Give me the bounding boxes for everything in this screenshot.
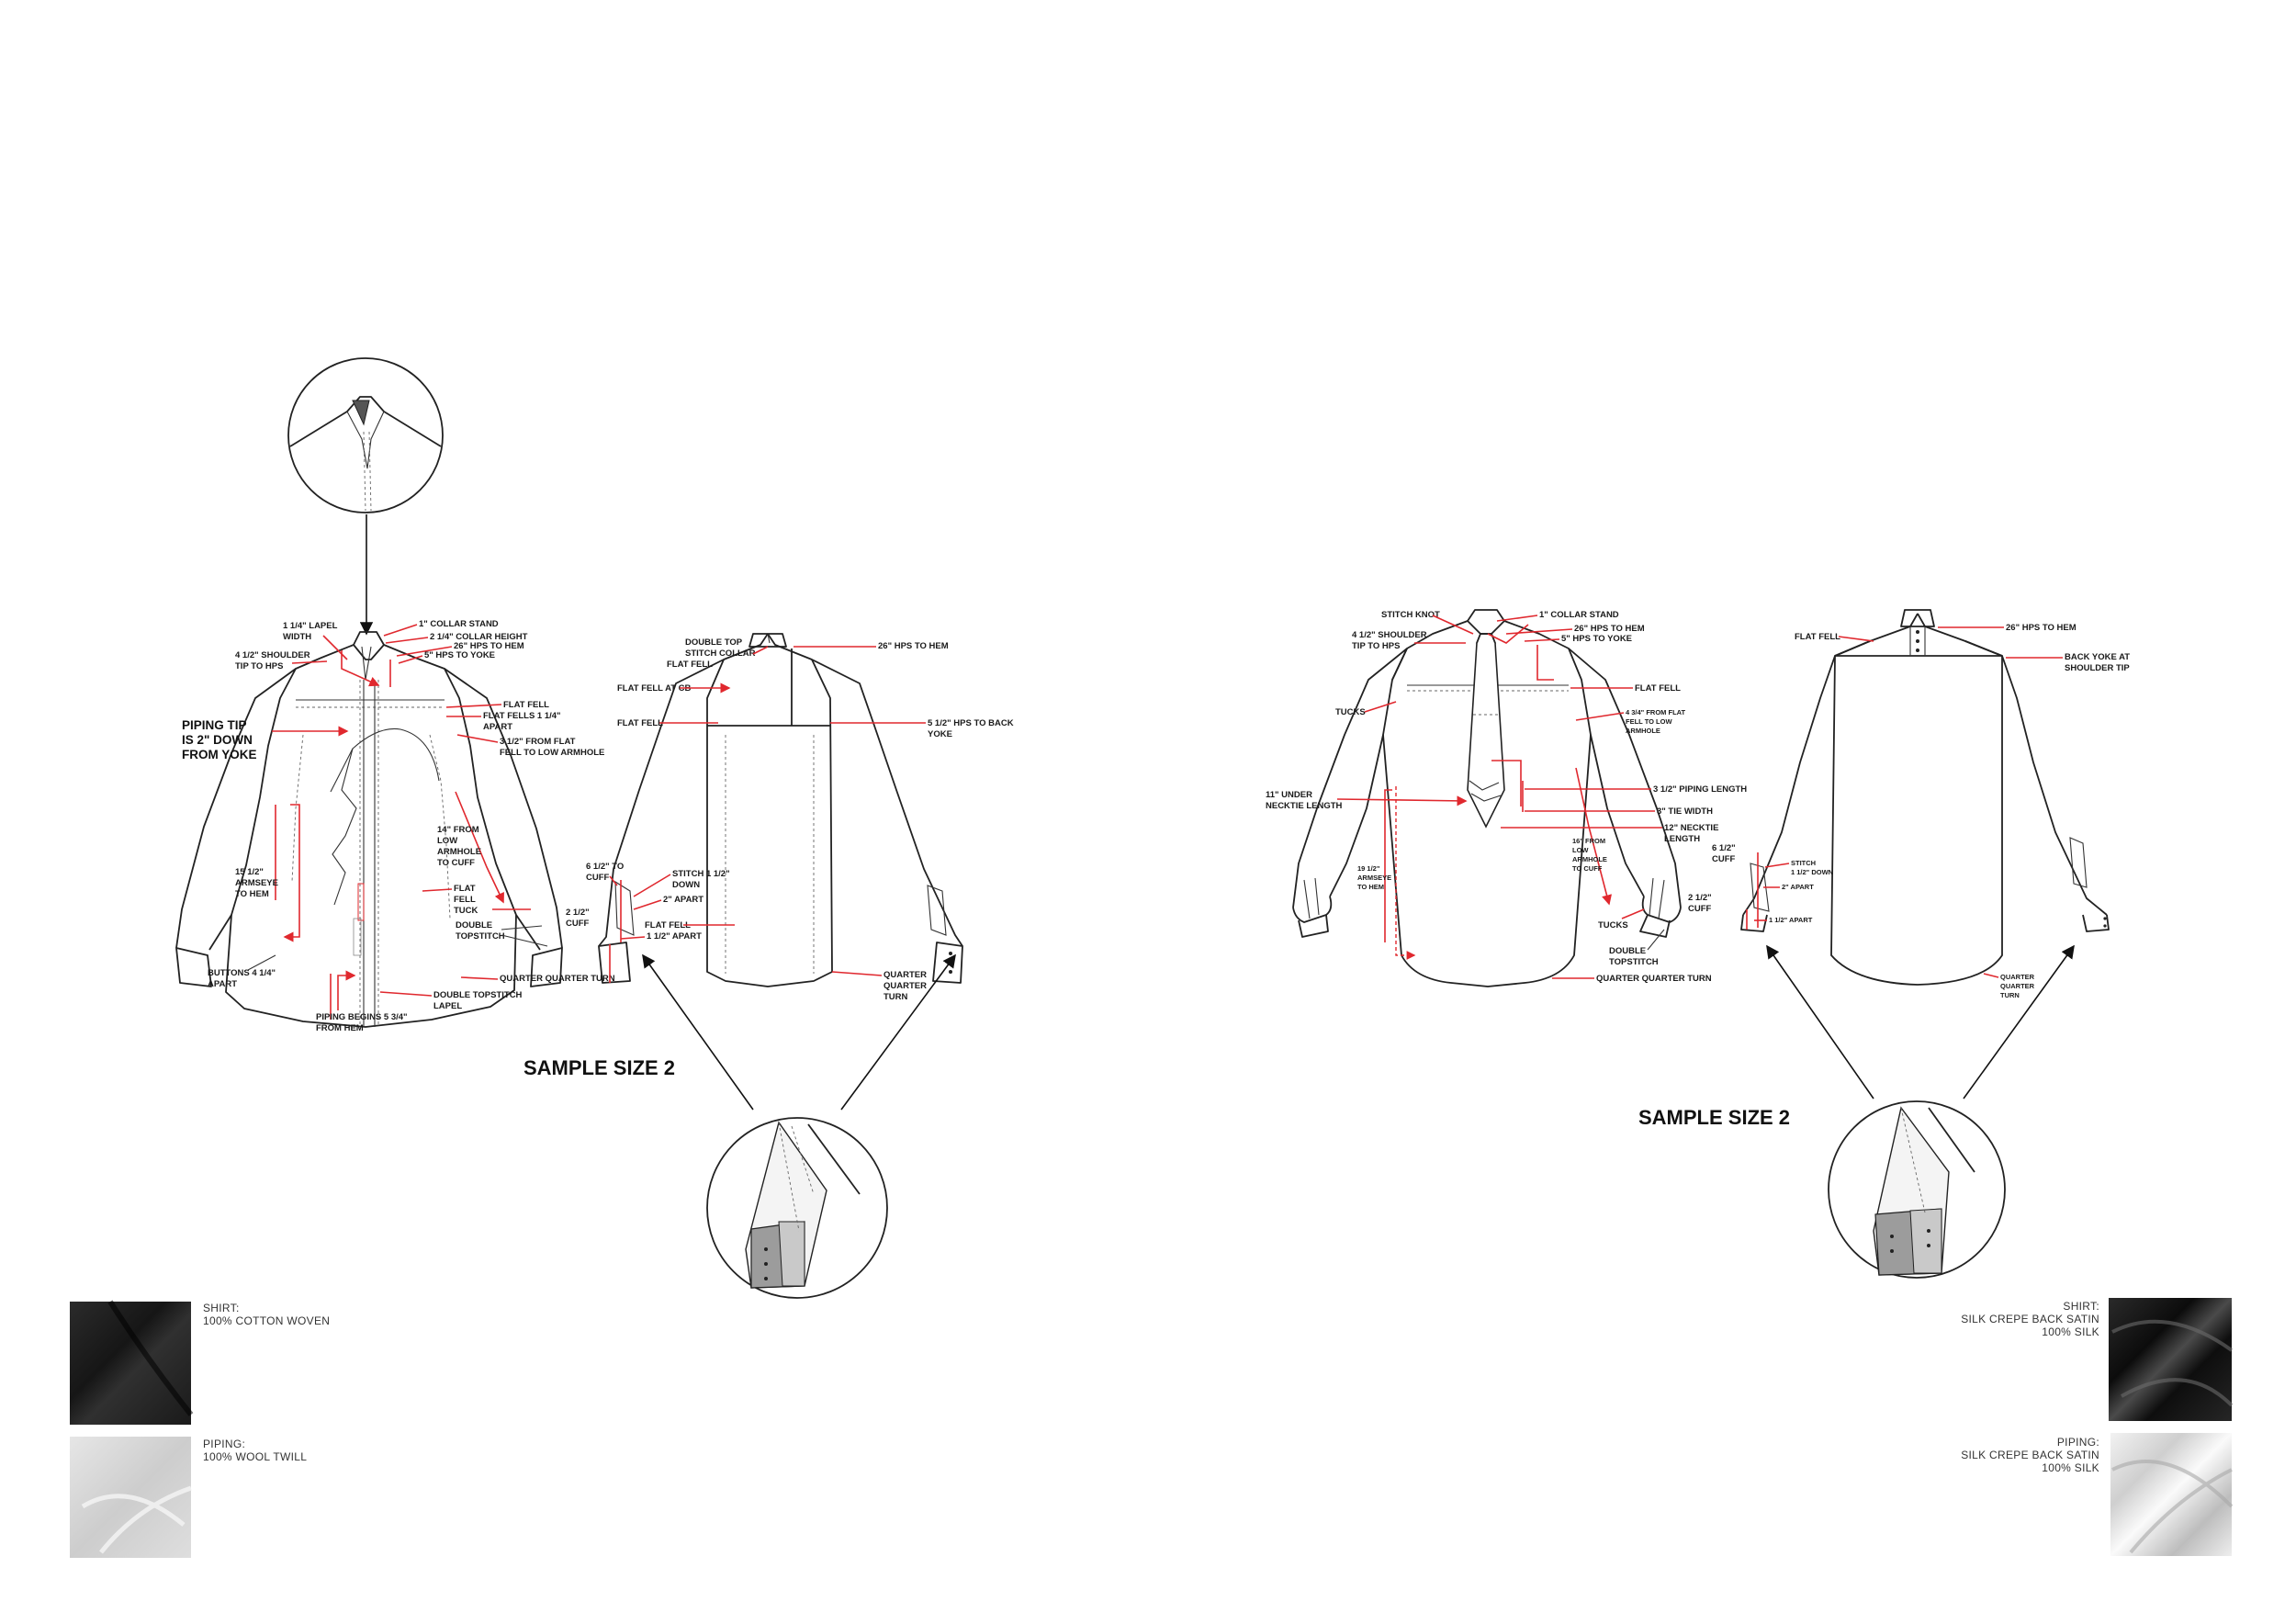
right-back-shirt-flat (1740, 609, 2110, 986)
back-flat-fell-2-label: FLAT FELL (645, 920, 691, 930)
piping-begins-label: PIPING BEGINS 5 3/4"FROM HEM (316, 1012, 408, 1033)
flat-fell-cb-label: FLAT FELL AT CB (617, 683, 692, 694)
rp-shirt-fabric-swatch (2109, 1298, 2232, 1421)
collar-stand-label: 1" COLLAR STAND (419, 619, 499, 629)
front-shirt-flat (175, 631, 563, 1028)
rf-collar-stand-label: 1" COLLAR STAND (1539, 610, 1619, 620)
rb-hps-hem-label: 26" HPS TO HEM (2006, 623, 2077, 633)
rf-flat-fell-label: FLAT FELL (1635, 683, 1681, 694)
back-shirt-flat (598, 633, 963, 987)
piping-fabric-label: PIPING:100% WOOL TWILL (203, 1438, 307, 1463)
sample-size-label: SAMPLE SIZE 2 (523, 1056, 675, 1079)
stitch-down-label: STITCH 1 1/2"DOWN (672, 869, 730, 890)
rb-apart-2-label: 2" APART (1782, 883, 1814, 891)
apart-2-label: 2" APART (663, 895, 703, 905)
rf-hps-hem-label: 26" HPS TO HEM (1574, 624, 1645, 634)
back-flat-fell-label: FLAT FELL (617, 718, 663, 728)
rp-piping-fabric-swatch (2110, 1433, 2232, 1556)
rb-cuff-6-label: 6 1/2"CUFF (1712, 843, 1736, 864)
front-shirt-tie-flat (1292, 609, 1682, 987)
rf-tucks-2-label: TUCKS (1598, 920, 1628, 930)
rp-sample-size-label: SAMPLE SIZE 2 (1638, 1106, 1790, 1129)
rb-flat-fell-label: FLAT FELL (1795, 632, 1840, 642)
piping-length-label: 3 1/2" PIPING LENGTH (1653, 784, 1747, 795)
rf-cuff-label: 2 1/2"CUFF (1688, 893, 1712, 914)
shirt-fabric-label: SHIRT:100% COTTON WOVEN (203, 1302, 330, 1327)
back-hps-hem-label: 26" HPS TO HEM (878, 641, 949, 651)
cuff-label: 2 1/2"CUFF (566, 908, 590, 929)
hps-hem-label: 26" HPS TO HEM (454, 641, 524, 651)
fabric-swatches-left: SHIRT:100% COTTON WOVEN PIPING:100% WOOL… (70, 1300, 330, 1558)
rb-apart-1-label: 1 1/2" APART (1769, 916, 1813, 924)
shirt-fabric-swatch (70, 1302, 191, 1425)
rf-hps-yoke-label: 5" HPS TO YOKE (1561, 634, 1632, 644)
rp-cuff-detail-callout (1766, 944, 2075, 1279)
cuff-detail-callout (642, 953, 956, 1299)
hps-yoke-label: 5" HPS TO YOKE (424, 650, 495, 660)
rf-quarter-turn-label: QUARTER QUARTER TURN (1596, 974, 1712, 984)
flat-fell-label: FLAT FELL (503, 700, 549, 710)
tie-width-label: 3" TIE WIDTH (1657, 806, 1713, 817)
flat-fells-label: FLAT FELLS 1 1/4"APART (483, 711, 561, 732)
apart-1-label: 1 1/2" APART (647, 931, 702, 942)
collar-detail-callout (287, 357, 444, 636)
stitch-knot-label: STITCH KNOT (1381, 610, 1440, 620)
buttons-label: BUTTONS 4 1/4"APART (208, 968, 276, 989)
collar-height-label: 2 1/4" COLLAR HEIGHT (430, 632, 528, 642)
rf-tucks-label: TUCKS (1335, 707, 1366, 717)
quarter-turn-label: QUARTER QUARTER TURN (500, 974, 615, 984)
